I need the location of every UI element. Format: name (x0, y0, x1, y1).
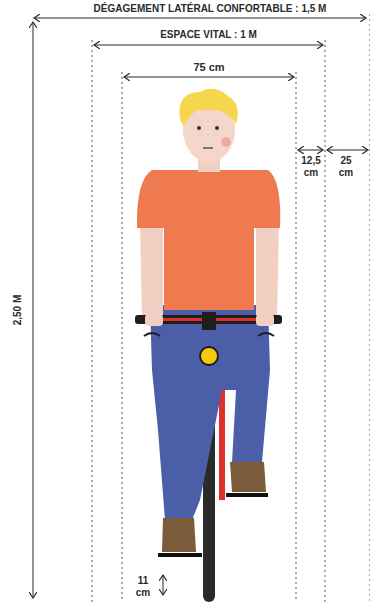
shirt (137, 170, 280, 310)
dimension-label: 75 cm (122, 61, 296, 73)
pedal (226, 493, 268, 497)
right-arm (256, 220, 279, 322)
left-arm (140, 220, 163, 322)
dimension-label: 12,5 cm (298, 155, 324, 179)
dimension-label: DÉGAGEMENT LATÉRAL CONFORTABLE : 1,5 M (60, 3, 360, 15)
right-boot (230, 462, 266, 492)
dimension-label: 11 cm (131, 575, 155, 599)
boundary-lines (92, 14, 370, 602)
dimension-label: 2,50 M (12, 280, 24, 340)
pedal (158, 553, 202, 557)
dimension-label: 25 cm (334, 155, 358, 179)
dimension-label: ESPACE VITAL : 1 M (92, 29, 325, 41)
dimension-lines (33, 18, 368, 598)
hair (179, 89, 237, 126)
left-boot (162, 518, 196, 552)
bike-light (200, 347, 218, 365)
legs (150, 305, 270, 520)
